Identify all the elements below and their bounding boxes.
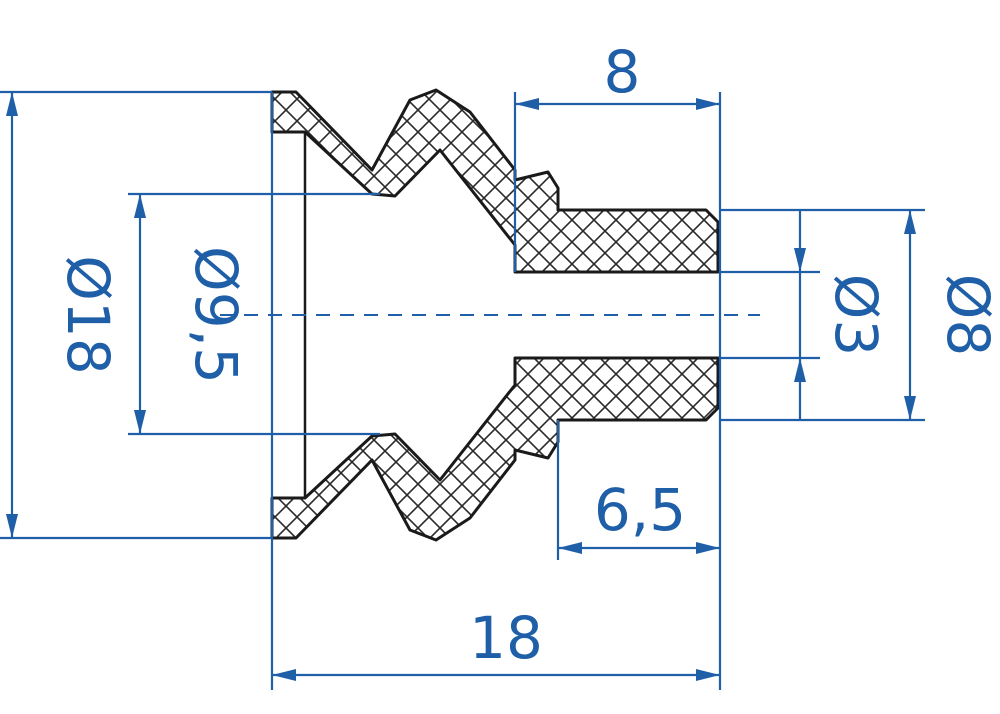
bellows-wall-lower	[270, 356, 720, 542]
bellows-wall-upper	[270, 88, 720, 274]
label-outer-diameter: Ø18	[54, 255, 122, 374]
dimension-bore-diameter: Ø3	[794, 210, 890, 420]
dimension-outer-diameter: Ø18	[6, 92, 122, 538]
dimension-shank-length: 6,5	[558, 476, 720, 554]
extension-lines	[0, 90, 925, 690]
dimension-stem-length: 8	[515, 38, 720, 110]
label-stem-length: 8	[604, 38, 641, 106]
label-stem-diameter: Ø8	[934, 274, 1000, 357]
dimension-inner-diameter: Ø9,5	[134, 194, 250, 434]
label-bore-diameter: Ø3	[822, 274, 890, 357]
label-inner-diameter: Ø9,5	[182, 246, 250, 384]
dimension-overall-length: 18	[272, 604, 720, 681]
label-shank-length: 6,5	[594, 476, 686, 544]
label-overall-length: 18	[469, 604, 543, 672]
dimension-stem-diameter: Ø8	[904, 210, 1000, 420]
